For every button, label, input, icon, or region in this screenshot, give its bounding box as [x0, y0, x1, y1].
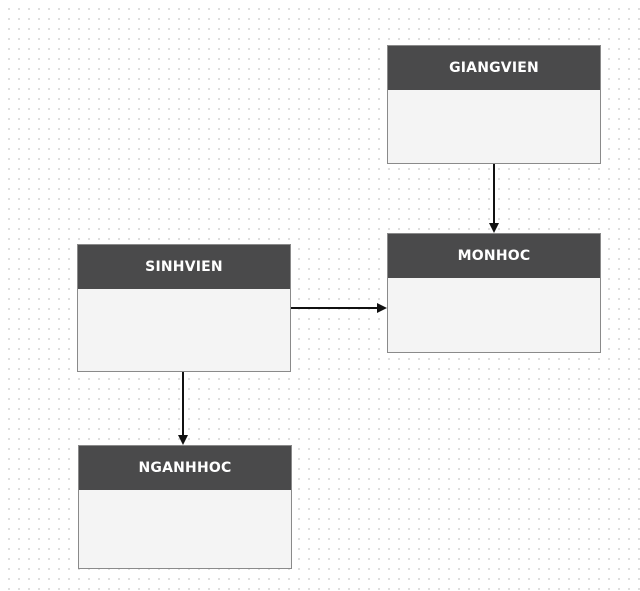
entity-giangvien[interactable]: GIANGVIEN — [387, 45, 601, 164]
entity-nganhhoc-title: NGANHHOC — [79, 446, 291, 490]
entity-monhoc[interactable]: MONHOC — [387, 233, 601, 353]
entity-sinhvien[interactable]: SINHVIEN — [77, 244, 291, 372]
entity-sinhvien-title: SINHVIEN — [78, 245, 290, 289]
entity-monhoc-title: MONHOC — [388, 234, 600, 278]
entity-nganhhoc[interactable]: NGANHHOC — [78, 445, 292, 569]
entity-giangvien-title: GIANGVIEN — [388, 46, 600, 90]
